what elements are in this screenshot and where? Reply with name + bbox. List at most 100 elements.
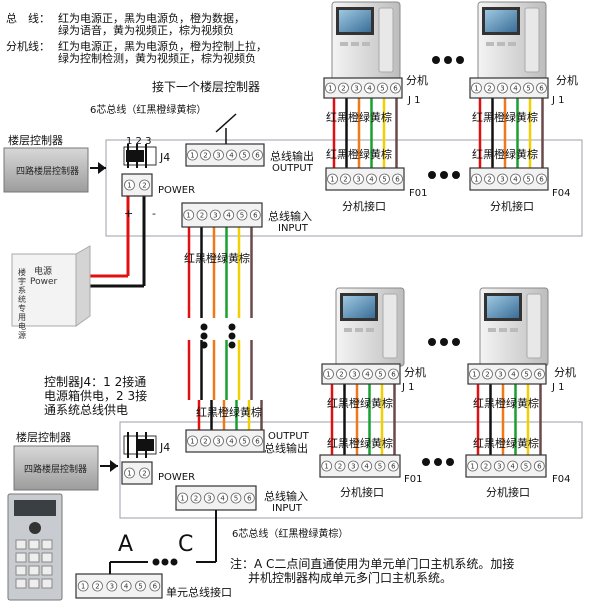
bottom-bus6-label: 6芯总线（红黑橙绿黄棕）: [232, 529, 349, 540]
connector-pin: [124, 179, 135, 191]
next-controller-label: 接下一个楼层控制器: [152, 80, 261, 94]
connector-pin: [523, 173, 534, 185]
connector-pin: [252, 435, 263, 447]
connector-pin: [390, 82, 401, 94]
bottom-floor-controller-box: [13, 445, 99, 491]
power-supply-cn: 电源: [34, 267, 53, 277]
connector-pin: [510, 173, 521, 185]
top-monitor-2-handset: [524, 7, 540, 73]
branch-legend-line2: 绿为控制检测，黄为视频正，棕为视频负: [58, 52, 256, 65]
connector-pin: [106, 580, 118, 592]
connector-pin: [239, 149, 250, 161]
connector-pin-number: 5: [524, 463, 528, 471]
connector-pin-number: 3: [110, 583, 114, 591]
connector-pin-number: 6: [247, 495, 252, 503]
bottom-f01-connector-body: [319, 454, 401, 478]
connector-pin-number: 1: [324, 463, 328, 471]
door-station-key: [15, 578, 27, 589]
connector-pin: [139, 179, 150, 191]
bottom-input-en: INPUT: [272, 503, 302, 514]
power-supply-box: [11, 253, 77, 327]
unit-bus-connector-body: [75, 573, 163, 599]
top-ext1-label: 分机: [406, 74, 428, 87]
bottom-power-label: POWER: [158, 472, 196, 483]
connector-pin: [347, 460, 359, 472]
connector-pin-number: 6: [537, 463, 542, 471]
bottom-monitor-1-key: [355, 328, 363, 332]
trunk-ellipsis-dot: [228, 341, 236, 349]
connector-pin-number: 6: [537, 371, 542, 379]
top-colors-label: 红黑橙绿黄棕: [184, 252, 250, 265]
connector-pin-number: 4: [229, 152, 234, 160]
connector-pin: [325, 82, 336, 94]
connector-pin-number: 4: [511, 371, 516, 379]
connector-pin: [351, 82, 362, 94]
connector-pin-number: 1: [470, 463, 474, 471]
top-floor-controller-box: [3, 147, 89, 193]
connector-pin-number: 2: [485, 371, 489, 379]
connector-pin-number: 3: [351, 463, 355, 471]
top-port-label-2: 分机接口: [490, 200, 534, 213]
connector-pin-number: 6: [391, 463, 396, 471]
connector-pin-number: 3: [216, 438, 220, 446]
connector-pin: [392, 173, 403, 185]
connector-pin-number: 3: [356, 176, 360, 184]
door-station-key: [41, 565, 53, 576]
connector-pin: [364, 82, 375, 94]
trunk-ellipsis-dot: [200, 332, 208, 340]
door-station-camera: [29, 522, 41, 534]
bottom-input-cn: 总线输入: [264, 490, 308, 503]
connector-pin: [471, 82, 482, 94]
bottom-monitor-1-handset: [382, 293, 398, 359]
top-j4-label: J4: [160, 151, 171, 164]
connector-pin-number: 4: [510, 463, 515, 471]
connector-pin: [203, 492, 215, 504]
bottom-ext2-j1: J 1: [552, 382, 565, 393]
connector-pin: [388, 368, 399, 380]
connector-pin: [362, 368, 373, 380]
bottom-output-cn: 总线输出: [264, 442, 308, 455]
connector-pin-number: 2: [487, 85, 491, 93]
top-bus6-label: 6芯总线（红黑橙绿黄棕）: [90, 105, 207, 116]
top-ext1-j1: J 1: [408, 95, 421, 106]
door-station-key: [41, 578, 53, 589]
connector-pin: [387, 460, 399, 472]
connector-pin-number: 2: [338, 463, 342, 471]
connector-pin-number: 5: [524, 371, 528, 379]
connector-pin: [349, 368, 360, 380]
top-monitor-2-key: [508, 42, 516, 46]
connector-pin: [366, 173, 377, 185]
top-monitor-1-handset: [378, 7, 394, 73]
top-input-en: INPUT: [278, 223, 308, 234]
door-station-key: [41, 552, 53, 563]
door-station-display: [14, 500, 56, 516]
connector-pin-number: 3: [352, 371, 356, 379]
top-power-label: POWER: [158, 185, 196, 196]
connector-pin-number: 2: [200, 212, 204, 220]
connector-pin: [507, 460, 519, 472]
top-j4-pins: 1 2 3: [126, 136, 152, 147]
power-supply-side-text: 楼宇系统专用电源: [18, 268, 26, 340]
trunk-ellipsis-dot: [200, 341, 208, 349]
connector-pin-number: 1: [127, 182, 131, 190]
bus-legend-line2: 绿为语音，黄为视频正，棕为视频负: [58, 24, 234, 37]
top-port-label: 分机接口: [342, 200, 386, 213]
top-ext2-j1: J 1: [552, 95, 565, 106]
connector-pin-number: 1: [328, 85, 332, 93]
connector-pin: [226, 435, 237, 447]
door-station-key: [28, 552, 40, 563]
bottom-monitor-1-key: [366, 328, 374, 332]
power-supply-side: [75, 245, 91, 327]
connector-pin-number: 6: [255, 438, 260, 446]
connector-pin-number: 5: [234, 495, 238, 503]
connector-pin: [536, 173, 547, 185]
connector-pin-number: 2: [343, 176, 347, 184]
